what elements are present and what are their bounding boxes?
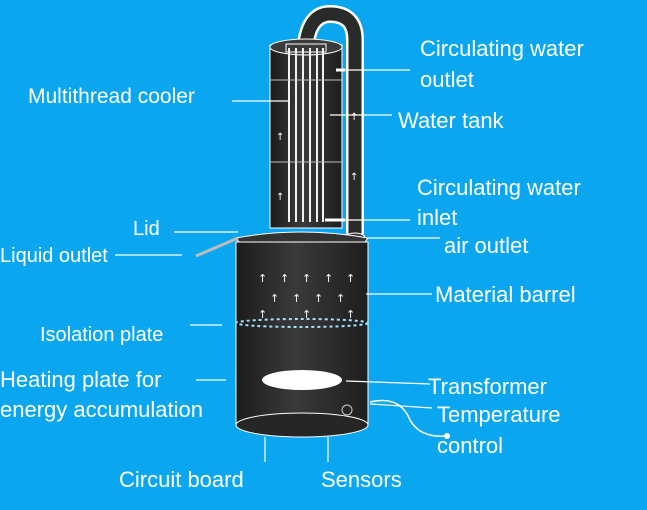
svg-text:↑: ↑ bbox=[302, 272, 311, 285]
svg-text:↑: ↑ bbox=[280, 272, 289, 285]
svg-text:↑: ↑ bbox=[276, 132, 284, 143]
barrel-body bbox=[235, 241, 369, 426]
sensor-knob bbox=[341, 404, 353, 416]
label-circulating-water-outlet-line1: Circulating water bbox=[420, 36, 584, 61]
svg-text:↑: ↑ bbox=[276, 192, 284, 203]
water-tank-body bbox=[269, 44, 343, 229]
label-circulating-water-inlet-line2: inlet bbox=[417, 205, 458, 230]
tank-dividers bbox=[270, 79, 342, 163]
barrel-bottom bbox=[235, 412, 369, 438]
leader-lines bbox=[115, 69, 440, 462]
label-air-outlet: air outlet bbox=[444, 233, 529, 258]
svg-text:↑: ↑ bbox=[292, 292, 301, 305]
label-circulating-water-outlet-line2: outlet bbox=[420, 67, 474, 92]
label-circulating-water-inlet-line1: Circulating water bbox=[417, 175, 581, 200]
label-temperature-control-line2: control bbox=[437, 433, 504, 458]
label-multithread-cooler: Multithread cooler bbox=[28, 85, 195, 108]
svg-text:↑: ↑ bbox=[336, 292, 345, 305]
svg-text:↑: ↑ bbox=[324, 272, 333, 285]
svg-text:↑: ↑ bbox=[350, 172, 358, 183]
vapor-arrows: ↑ ↑ ↑ ↑ ↑ ↑ ↑ ↑ ↑ ↑ ↑ ↑ ↑ ↑ ↑ ↑ bbox=[258, 112, 358, 321]
label-isolation-plate: Isolation plate bbox=[40, 324, 164, 346]
label-temperature-control-line1: Temperature bbox=[437, 402, 561, 427]
svg-text:↑: ↑ bbox=[350, 112, 358, 123]
isolation-plate bbox=[235, 318, 369, 328]
temperature-control-cable bbox=[369, 399, 447, 437]
temperature-probe bbox=[444, 433, 450, 439]
water-tank-top bbox=[269, 38, 343, 56]
cooler-top-grid bbox=[285, 43, 327, 53]
label-heating-plate-line1: Heating plate for bbox=[0, 367, 162, 392]
heating-plate bbox=[262, 370, 342, 390]
circulating-water-pipe-inner bbox=[298, 7, 362, 239]
liquid-outlet-pipe bbox=[195, 236, 239, 258]
label-water-tank: Water tank bbox=[398, 108, 504, 133]
label-sensors: Sensors bbox=[321, 467, 402, 492]
svg-text:↑: ↑ bbox=[346, 308, 355, 321]
label-heating-plate-line2: energy accumulation bbox=[0, 397, 204, 422]
label-liquid-outlet: Liquid outlet bbox=[0, 245, 108, 267]
cooler-tubes bbox=[288, 48, 324, 222]
label-material-barrel: Material barrel bbox=[435, 282, 576, 307]
svg-text:↑: ↑ bbox=[314, 292, 323, 305]
svg-text:↑: ↑ bbox=[346, 272, 355, 285]
svg-text:↑: ↑ bbox=[270, 292, 279, 305]
label-transformer: Transformer bbox=[428, 374, 547, 399]
svg-text:↑: ↑ bbox=[302, 308, 311, 321]
label-circuit-board: Circuit board bbox=[119, 467, 244, 492]
svg-text:↑: ↑ bbox=[258, 308, 267, 321]
svg-text:↑: ↑ bbox=[258, 272, 267, 285]
label-lid: Lid bbox=[133, 218, 160, 240]
